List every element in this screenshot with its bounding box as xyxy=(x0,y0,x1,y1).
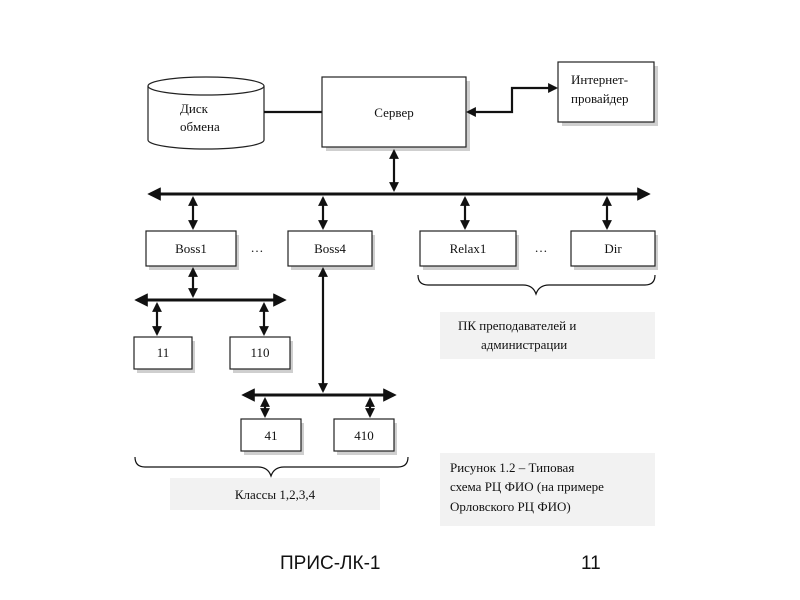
teachers-brace xyxy=(417,274,656,296)
relax1-node: Relax1 xyxy=(419,230,519,270)
classes-brace xyxy=(134,456,409,478)
server-label: Сервер xyxy=(374,105,413,120)
disk-label-line2: обмена xyxy=(180,119,220,134)
server-node: Сервер xyxy=(321,76,470,151)
disk-label-line1: Диск xyxy=(180,101,209,116)
teachers-label-line1: ПК преподавателей и xyxy=(458,318,576,333)
pc-11-label: 11 xyxy=(157,345,170,360)
ellipsis-right: … xyxy=(535,240,548,255)
page-number: 11 xyxy=(581,553,601,574)
isp-label-line2: провайдер xyxy=(571,91,629,106)
boss4-label: Boss4 xyxy=(314,241,346,256)
caption-line1: Рисунок 1.2 – Типовая xyxy=(450,460,574,475)
caption-line2: схема РЦ ФИО (на примере xyxy=(450,479,604,494)
relax1-label: Relax1 xyxy=(450,241,487,256)
figure-caption: Рисунок 1.2 – Типовая схема РЦ ФИО (на п… xyxy=(440,453,655,526)
classes-label: Классы 1,2,3,4 xyxy=(235,487,316,502)
boss4-node: Boss4 xyxy=(287,230,375,270)
pc-410-node: 410 xyxy=(333,418,397,455)
ellipsis-left: … xyxy=(251,240,264,255)
pc-41-label: 41 xyxy=(265,428,278,443)
dir-label: Dir xyxy=(604,241,622,256)
dir-node: Dir xyxy=(570,230,658,270)
server-isp-link xyxy=(466,83,558,117)
pc-11-node: 11 xyxy=(133,336,195,373)
footer-title: ПРИС-ЛК-1 xyxy=(280,553,381,574)
isp-label-line1: Интернет- xyxy=(571,72,628,87)
boss1-node: Boss1 xyxy=(145,230,239,270)
teachers-label-line2: администрации xyxy=(481,337,567,352)
pc-110-label: 110 xyxy=(250,345,269,360)
boss1-label: Boss1 xyxy=(175,241,207,256)
exchange-disk: Диск обмена xyxy=(147,76,265,150)
classes-panel: Классы 1,2,3,4 xyxy=(170,478,380,510)
pc-410-label: 410 xyxy=(354,428,374,443)
caption-line3: Орловского РЦ ФИО) xyxy=(450,499,571,514)
pc-41-node: 41 xyxy=(240,418,304,455)
isp-node: Интернет- провайдер xyxy=(557,61,658,126)
teachers-panel: ПК преподавателей и администрации xyxy=(440,312,655,359)
pc-110-node: 110 xyxy=(229,336,293,373)
